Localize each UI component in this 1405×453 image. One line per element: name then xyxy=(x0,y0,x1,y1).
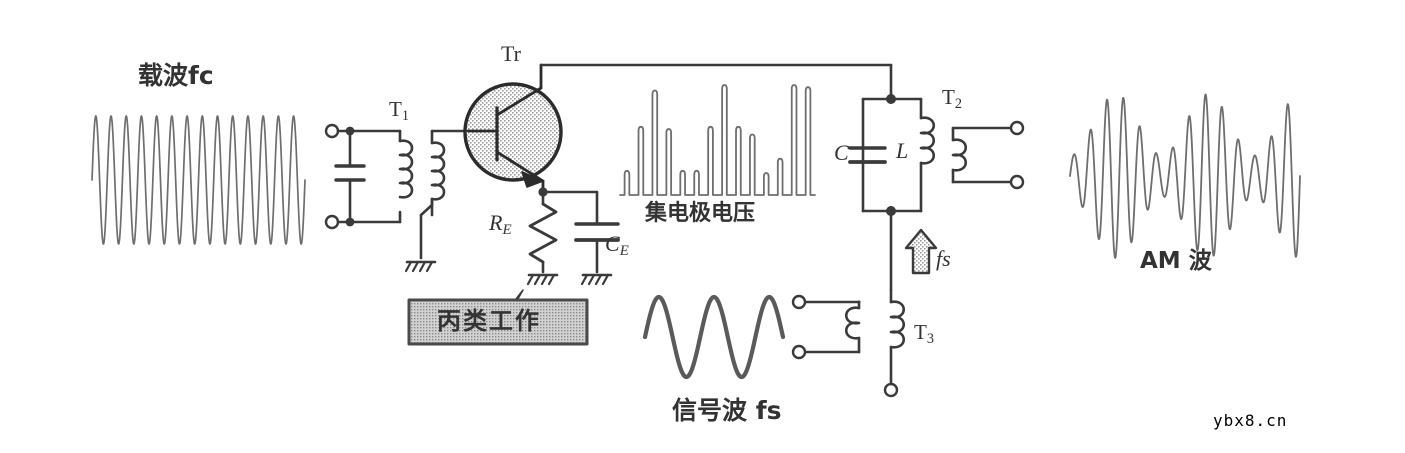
ce-letter: C xyxy=(605,231,620,256)
output-terminal-bottom xyxy=(1009,174,1025,190)
emitter-network xyxy=(528,187,620,274)
label-transformer-t1: T1 xyxy=(389,97,409,124)
label-transformer-t2: T2 xyxy=(942,85,962,112)
ground-t1 xyxy=(404,260,437,273)
signal-terminal-top xyxy=(791,294,807,310)
label-transformer-t3: T3 xyxy=(914,320,934,347)
ground-ce xyxy=(580,273,613,286)
am-wave-caption: AM 波 xyxy=(1140,248,1212,274)
transformer-t1 xyxy=(324,123,470,260)
t3-letter: T xyxy=(914,320,927,344)
transistor-tr xyxy=(463,63,563,194)
label-fs-arrow: fs xyxy=(936,246,951,271)
label-capacitor-ce: CE xyxy=(605,233,629,259)
input-terminal-top xyxy=(324,123,340,139)
am-waveform xyxy=(1069,93,1301,259)
label-tank-capacitor: C xyxy=(834,140,849,165)
carrier-waveform xyxy=(91,115,306,245)
lc-tank xyxy=(848,94,1025,216)
collector-voltage-caption: 集电极电压 xyxy=(645,201,756,226)
label-transistor: Tr xyxy=(501,41,521,66)
output-terminal-top xyxy=(1009,120,1025,136)
t2-subscript: 2 xyxy=(954,95,962,112)
ground-re xyxy=(526,273,559,286)
re-letter: R xyxy=(489,210,503,235)
label-tank-inductor: L xyxy=(896,138,909,163)
signal-waveform xyxy=(642,294,786,380)
annotation-box xyxy=(407,289,589,346)
t3-terminal xyxy=(883,382,899,398)
label-resistor-re: RE xyxy=(489,212,512,238)
collector-voltage-waveform xyxy=(619,84,816,196)
watermark: ybx8.cn xyxy=(1213,411,1288,430)
transformer-t3 xyxy=(791,209,906,398)
fs-arrow xyxy=(904,228,938,275)
re-subscript: E xyxy=(502,222,512,239)
t3-subscript: 3 xyxy=(926,330,934,347)
input-terminal-bottom xyxy=(324,214,340,230)
annotation-box-label: 丙类工作 xyxy=(437,307,541,335)
ce-subscript: E xyxy=(619,243,629,260)
signal-terminal-bottom xyxy=(791,344,807,360)
t1-letter: T xyxy=(389,97,402,121)
t1-subscript: 1 xyxy=(401,107,409,124)
carrier-caption: 载波fc xyxy=(138,61,214,90)
signal-wave-caption: 信号波 fs xyxy=(672,396,782,425)
t2-letter: T xyxy=(942,85,955,109)
